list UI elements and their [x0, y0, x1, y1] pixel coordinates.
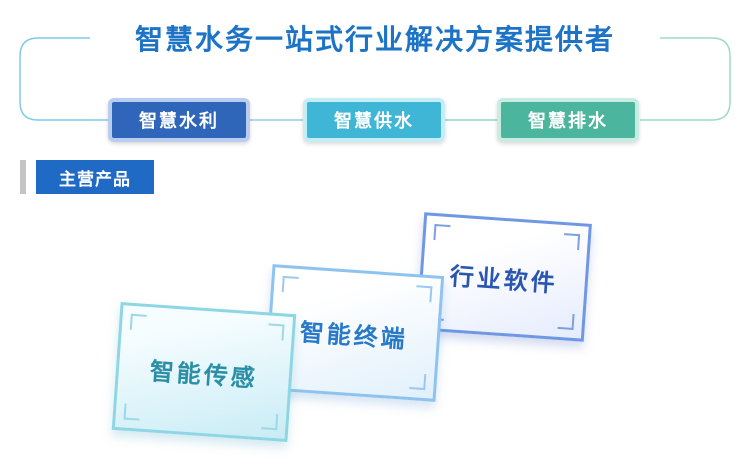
- corner-mark: [123, 403, 141, 421]
- corner-mark: [557, 312, 575, 330]
- product-card-label: 智能传感: [148, 356, 259, 393]
- tab-smart-water-conservancy[interactable]: 智慧水利: [108, 98, 250, 142]
- corner-mark: [261, 413, 279, 431]
- page-title: 智慧水务一站式行业解决方案提供者: [134, 23, 615, 56]
- corner-mark: [433, 224, 451, 242]
- section-heading: 主营产品: [36, 160, 154, 194]
- corner-mark: [267, 323, 285, 341]
- product-card-label: 行业软件: [448, 261, 559, 298]
- tab-smart-drainage[interactable]: 智慧排水: [497, 98, 639, 142]
- corner-mark: [129, 313, 147, 331]
- corner-mark: [281, 275, 299, 293]
- corner-mark: [563, 233, 581, 251]
- corner-mark: [415, 285, 433, 303]
- corner-mark: [409, 373, 427, 391]
- product-card-smart-sensor[interactable]: 智能传感: [111, 302, 297, 442]
- tab-smart-water-supply[interactable]: 智慧供水: [303, 98, 445, 142]
- product-card-label: 智能终端: [298, 317, 409, 354]
- section-accent-bar: [20, 160, 26, 194]
